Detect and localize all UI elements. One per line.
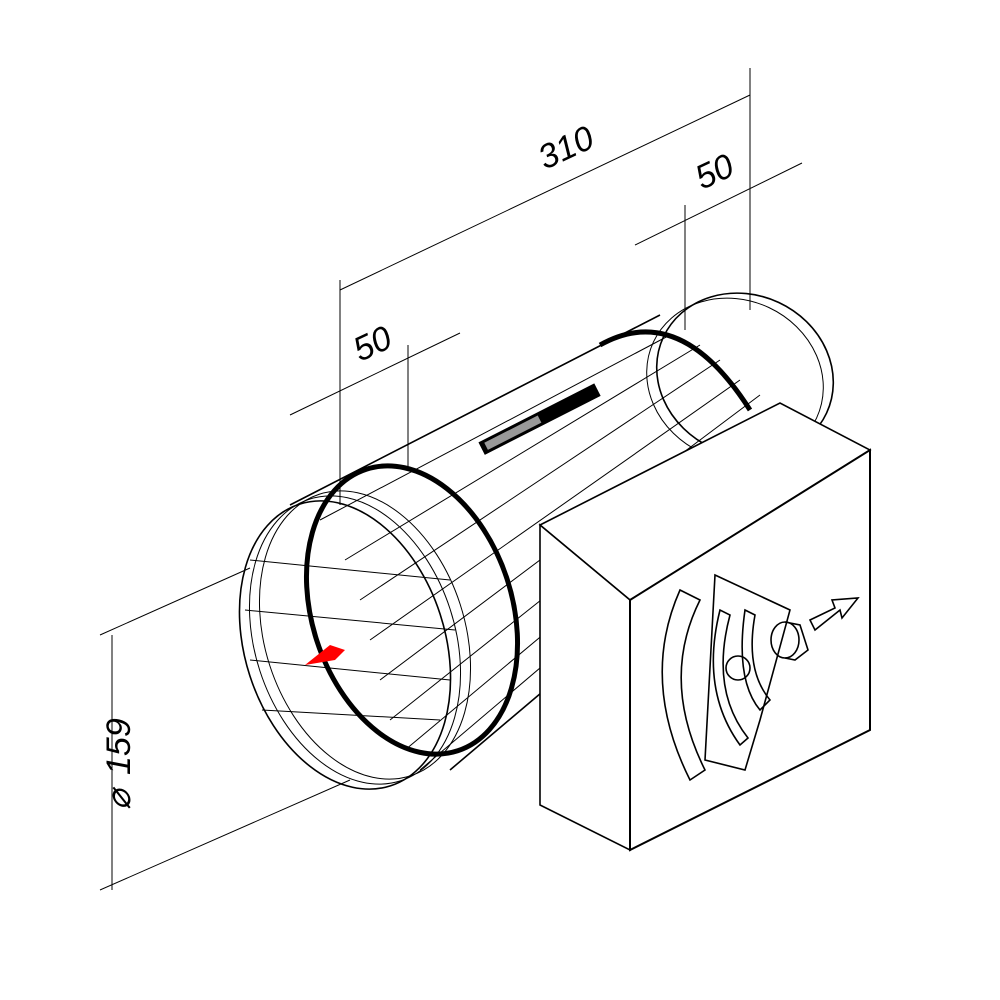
airflow-marker-icon [305,645,345,665]
front-rim [238,463,521,790]
dimension-310-label: 310 [532,119,600,177]
adjustment-knob [770,621,809,661]
dimension-front-collar: 50 [289,319,461,470]
dimension-50-front-label: 50 [347,319,397,369]
diameter-label: 159 [100,718,138,775]
arrow-right-icon [808,597,860,632]
diameter-symbol: ⌀ [100,786,138,810]
damper-position-scale [661,573,791,782]
front-seal-ring [303,463,521,757]
manufacturer-logo [478,383,601,455]
dimension-50-rear-label: 50 [689,147,739,197]
dimension-diameter: ⌀ 159 [99,567,351,891]
rear-seal-ring [598,329,753,412]
actuator-box [538,402,872,852]
